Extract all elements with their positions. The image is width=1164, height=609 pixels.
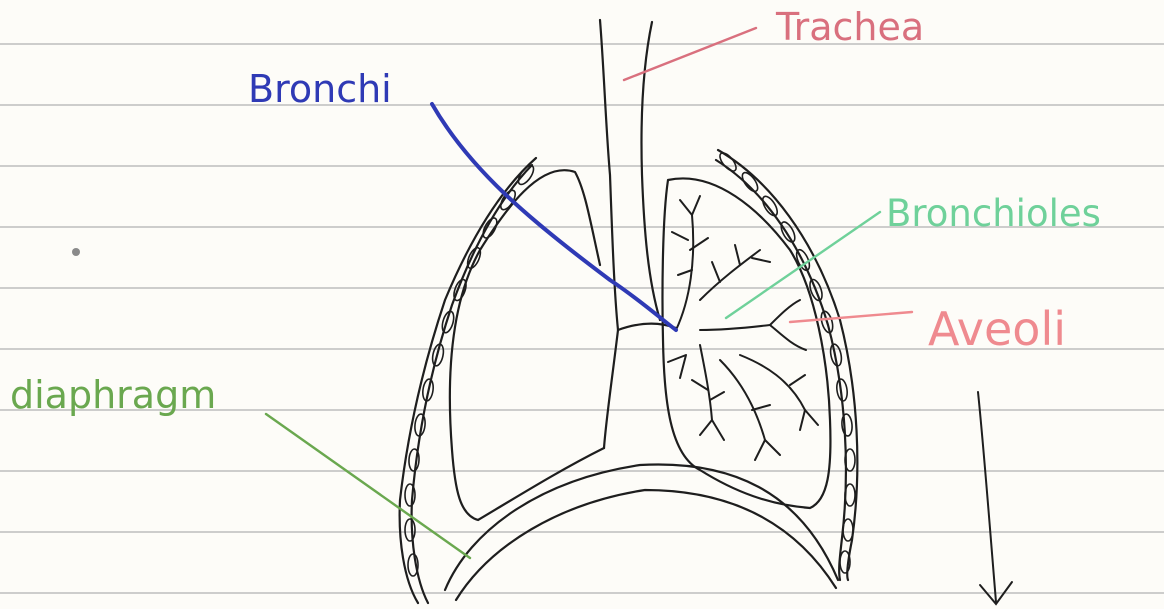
bronchi-pointer xyxy=(432,104,676,330)
trachea-tube xyxy=(600,20,618,448)
down-arrow-icon xyxy=(978,392,1012,604)
bronchioles-pointer xyxy=(726,212,880,318)
left-lung xyxy=(450,170,604,520)
trachea-pointer xyxy=(624,28,756,80)
chest-wall-left-outer xyxy=(400,158,536,603)
aveoli-pointer xyxy=(790,312,912,322)
diaphragm-pointer xyxy=(266,414,470,558)
chest-wall-left-inner xyxy=(412,165,532,603)
trachea-label: Trachea xyxy=(775,5,924,49)
aveoli-label: Aveoli xyxy=(928,302,1066,356)
right-lung xyxy=(663,178,831,508)
diaphragm-label: diaphragm xyxy=(10,373,216,417)
bronchiole-tree xyxy=(668,196,818,460)
diaphragm-inner xyxy=(456,490,836,600)
bronchioles-label: Bronchioles xyxy=(886,192,1101,235)
bronchi-label: Bronchi xyxy=(248,67,392,111)
pencil-dot xyxy=(72,248,80,256)
lung-outlines xyxy=(400,20,858,603)
